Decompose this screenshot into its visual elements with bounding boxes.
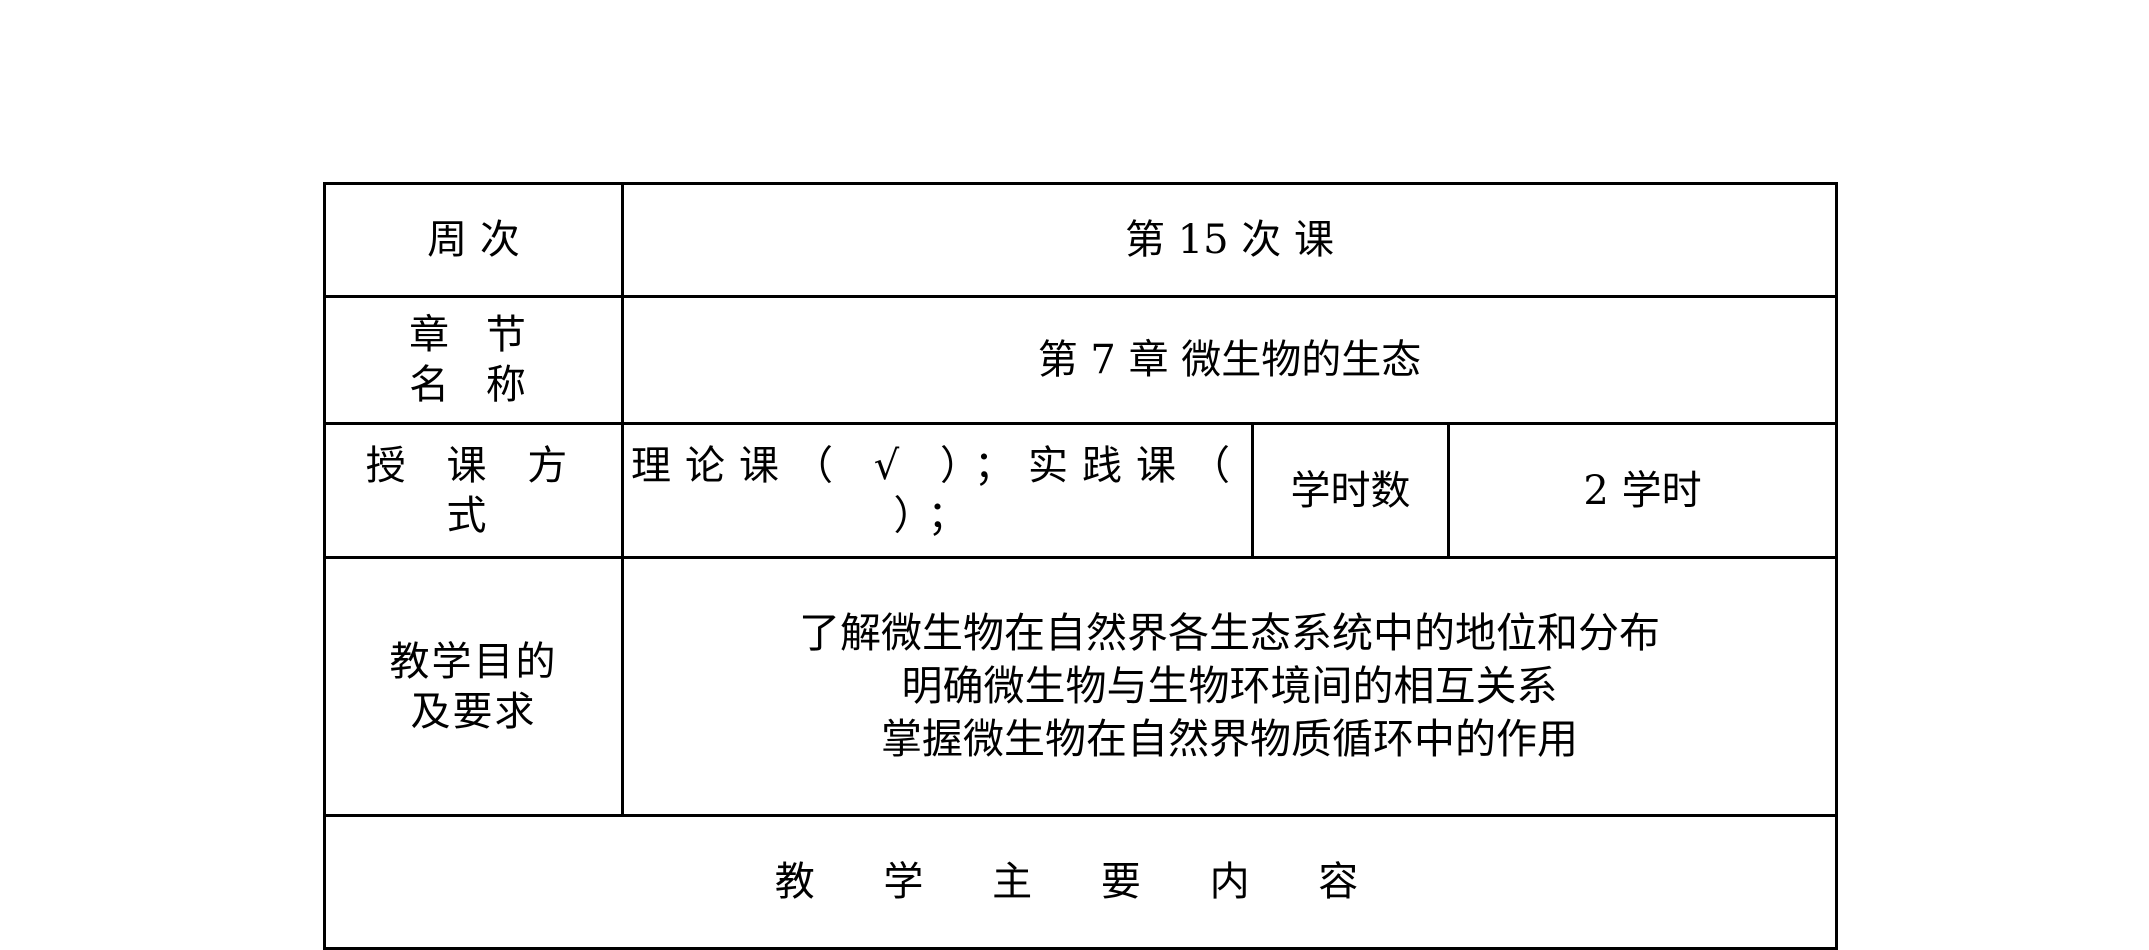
- goal-item: 了解微生物在自然界各生态系统中的地位和分布: [799, 608, 1661, 657]
- main-content-row: 教 学 主 要 内 容: [322, 814, 1839, 950]
- lesson-plan-table: 周 次 第 15 次 课 章 节 名 称 第 7 章 微生物的生态 授 课 方 …: [322, 182, 1839, 950]
- week-label: 周 次: [323, 182, 624, 298]
- teaching-mode-value: 理论课（ √ ）；实践课（ ）；: [621, 422, 1254, 559]
- goals-row: 教学目的 及要求 了解微生物在自然界各生态系统中的地位和分布 明确微生物与生物环…: [323, 556, 1839, 817]
- hours-label: 学时数: [1251, 422, 1450, 559]
- chapter-label-line1: 章 节: [409, 312, 538, 358]
- goals-label-line1: 教学目的: [389, 638, 558, 685]
- goals-label-line2: 及要求: [410, 688, 537, 735]
- teaching-mode-row: 授 课 方 式 理论课（ √ ）；实践课（ ）； 学时数 2 学时: [323, 422, 1839, 559]
- chapter-value: 第 7 章 微生物的生态: [620, 295, 1839, 425]
- chapter-label-line2: 名 称: [409, 362, 538, 408]
- hours-value: 2 学时: [1446, 422, 1839, 559]
- goals-label: 教学目的 及要求: [323, 556, 624, 817]
- goals-list: 了解微生物在自然界各生态系统中的地位和分布 明确微生物与生物环境间的相互关系 掌…: [620, 556, 1839, 817]
- goal-item: 明确微生物与生物环境间的相互关系: [901, 661, 1558, 710]
- goal-item: 掌握微生物在自然界物质循环中的作用: [881, 715, 1579, 764]
- chapter-label: 章 节 名 称: [323, 295, 624, 425]
- teaching-mode-label: 授 课 方 式: [323, 422, 624, 559]
- lesson-plan-page: 周 次 第 15 次 课 章 节 名 称 第 7 章 微生物的生态 授 课 方 …: [322, 182, 1839, 950]
- main-content-title: 教 学 主 要 内 容: [322, 814, 1839, 950]
- chapter-row: 章 节 名 称 第 7 章 微生物的生态: [323, 295, 1839, 425]
- week-value: 第 15 次 课: [620, 182, 1839, 298]
- week-row: 周 次 第 15 次 课: [323, 182, 1839, 298]
